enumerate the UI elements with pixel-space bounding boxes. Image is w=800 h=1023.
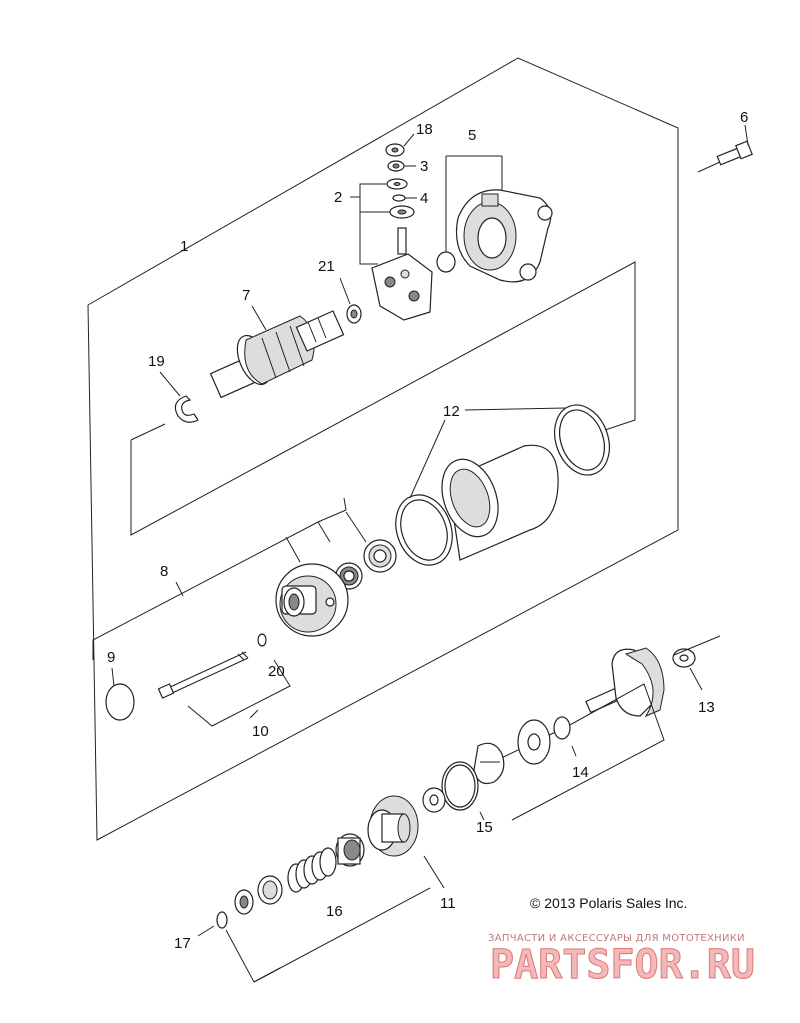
clip-14 [553, 716, 571, 740]
watermark-tagline: ЗАПЧАСТИ И АКСЕССУАРЫ ДЛЯ МОТОТЕХНИКИ [488, 933, 745, 944]
callout-11: 11 [440, 895, 456, 912]
yoke-housing [441, 444, 559, 561]
clip-17 [197, 911, 228, 937]
leader [571, 745, 577, 757]
nut-18 [385, 133, 415, 157]
drive-gear-shaft [585, 647, 665, 718]
leader [479, 811, 485, 821]
leader [317, 521, 331, 543]
leader [111, 667, 115, 687]
callout-9: 9 [107, 649, 115, 666]
pinion-clutch-11 [367, 795, 419, 857]
washer-small [422, 787, 446, 813]
leader [343, 497, 347, 511]
callout-8: 8 [160, 563, 168, 580]
leader-8 [92, 521, 319, 660]
callout-1: 1 [180, 238, 188, 255]
bolt-6 [697, 124, 753, 173]
o-ring-12-left [395, 494, 453, 566]
callout-17: 17 [174, 935, 191, 952]
leader [249, 709, 259, 719]
leader [409, 419, 446, 499]
leader-10 [187, 659, 291, 727]
through-bolt-10 [157, 651, 249, 699]
callout-2: 2 [334, 189, 342, 206]
callout-15: 15 [476, 819, 493, 836]
watermark-brand: PARTSFOR.RU [490, 942, 755, 988]
bracket-2 [359, 183, 386, 265]
gasket-9 [105, 683, 135, 721]
callout-6: 6 [740, 109, 748, 126]
callout-21: 21 [318, 258, 335, 275]
washer-upper [386, 178, 408, 190]
snap-ring [441, 761, 479, 811]
leader [345, 511, 367, 543]
callout-16: 16 [326, 903, 343, 920]
callout-19: 19 [148, 353, 165, 370]
leader [317, 509, 347, 523]
callout-12: 12 [443, 403, 460, 420]
leader [464, 407, 567, 411]
leader [423, 855, 445, 889]
callout-5: 5 [468, 127, 476, 144]
bearing-large [363, 539, 397, 573]
brush-plate [371, 227, 433, 321]
callout-13: 13 [698, 699, 715, 716]
axis-line [673, 635, 721, 656]
drive-end-bracket-8 [275, 563, 349, 637]
o-ring-20 [257, 633, 267, 647]
copyright-text: © 2013 Polaris Sales Inc. [530, 895, 687, 911]
washer-13 [672, 648, 703, 691]
spring-16 [287, 847, 337, 893]
armature-frame [130, 261, 636, 536]
leader [285, 536, 301, 563]
callout-10: 10 [252, 723, 269, 740]
callout-20: 20 [268, 663, 285, 680]
o-ring-12-right [554, 404, 610, 476]
clip-19 [159, 371, 199, 423]
end-cover-5 [436, 155, 553, 283]
callout-7: 7 [242, 287, 250, 304]
callout-14: 14 [572, 764, 589, 781]
leader [130, 423, 166, 441]
callout-4: 4 [420, 190, 428, 207]
callout-18: 18 [416, 121, 433, 138]
leader-frame-low [225, 929, 281, 983]
washer-lower [389, 205, 415, 219]
washer-end [234, 889, 254, 915]
armature-7 [209, 305, 345, 399]
leader [175, 581, 184, 597]
sleeve [335, 833, 365, 867]
assembly-frame [87, 57, 679, 841]
washer-spring [257, 875, 283, 905]
washer-3 [387, 160, 416, 172]
washer-large [517, 719, 551, 765]
washer-4 [392, 194, 417, 202]
leader [253, 887, 431, 983]
washer-21 [339, 277, 362, 324]
callout-3: 3 [420, 158, 428, 175]
split-collar [473, 742, 505, 785]
